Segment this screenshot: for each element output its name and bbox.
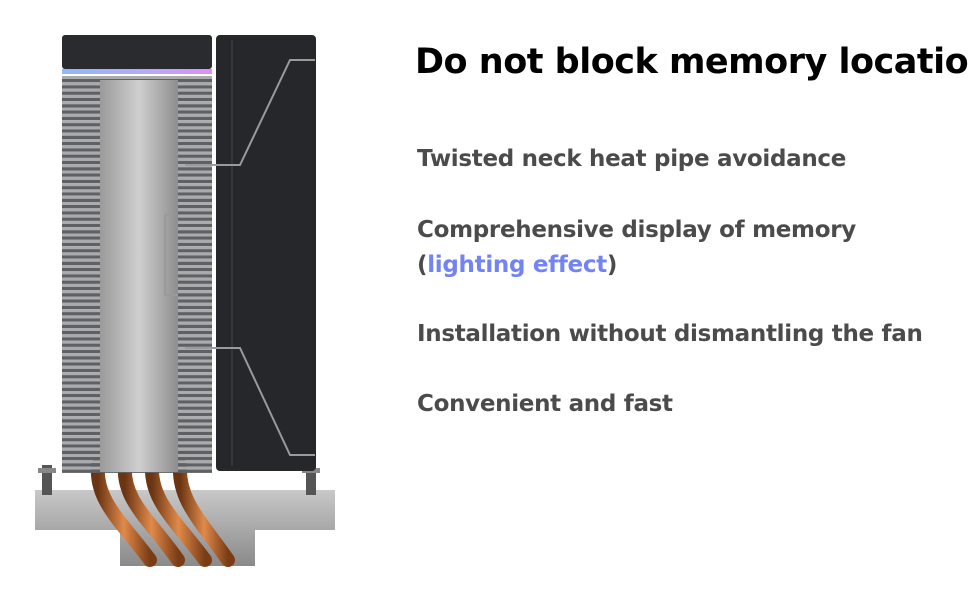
heat-pipes [90,458,235,567]
cpu-cooler-image [35,35,335,567]
feature-installation: Installation without dismantling the fan [417,321,923,347]
fin [62,76,212,79]
feature-text: Comprehensive display of memory ( [417,217,856,278]
heatsink-top-cover [62,35,212,69]
page-title: Do not block memory locations [415,42,970,82]
feature-memory-display: Comprehensive display of memory (lightin… [417,213,967,283]
feature-highlight: lighting effect [427,252,607,278]
rgb-light-strip [62,69,212,74]
screw-left [38,465,56,495]
feature-twisted-neck: Twisted neck heat pipe avoidance [417,146,847,172]
feature-convenient: Convenient and fast [417,391,673,417]
feature-text-end: ) [606,252,618,278]
fan-clip [164,59,315,456]
heatsink-center-plate [100,80,178,472]
fan [216,35,316,471]
